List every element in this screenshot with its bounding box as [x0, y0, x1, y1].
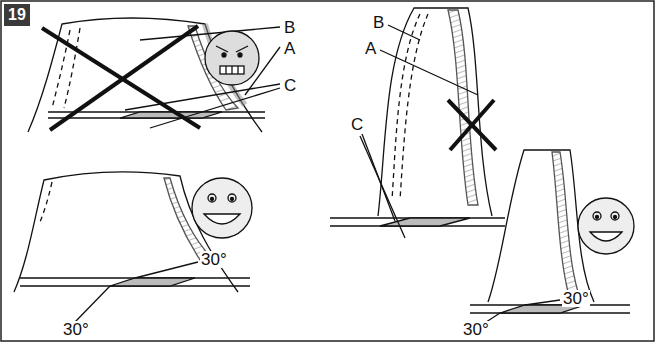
cross-mark — [448, 100, 496, 150]
correct-rounded-tooth — [14, 172, 250, 322]
part-letter: B — [283, 19, 296, 36]
cross-mark — [42, 26, 200, 130]
part-letter: A — [364, 40, 377, 57]
part-letter: C — [350, 116, 364, 133]
happy-face — [192, 178, 252, 238]
wrong-pointed-tooth — [330, 8, 505, 238]
angle-dimension: 30° — [462, 321, 490, 338]
part-letter: A — [283, 40, 296, 57]
figure-number-box: 19 — [4, 4, 30, 26]
angry-face — [205, 31, 259, 85]
figure-number: 19 — [8, 6, 26, 23]
happy-face — [578, 198, 634, 254]
angle-dimension: 30° — [200, 251, 228, 268]
correct-pointed-tooth — [470, 150, 630, 326]
part-letter: C — [283, 77, 297, 94]
wrong-rounded-tooth — [28, 18, 280, 132]
part-letter: B — [372, 14, 385, 31]
angle-dimension: 30° — [62, 321, 90, 338]
angle-dimension: 30° — [562, 290, 590, 307]
